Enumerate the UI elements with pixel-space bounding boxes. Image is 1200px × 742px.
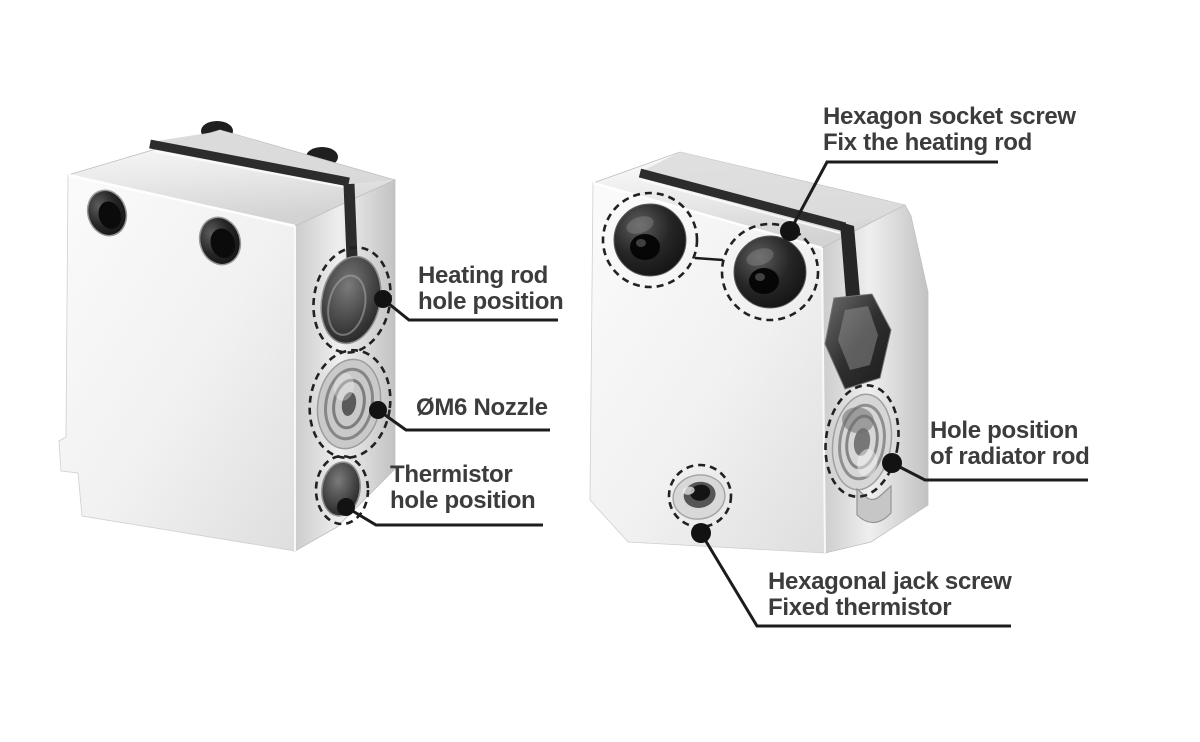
leader-thermistor-hole <box>345 505 543 527</box>
radiator-rod-hole <box>831 393 893 491</box>
front-socket-screw-1 <box>86 189 128 237</box>
bottom-u-notch <box>856 484 892 524</box>
nozzle-hole-highlight <box>308 348 392 460</box>
label-line: hole position <box>390 487 536 514</box>
left-block-side-slot <box>343 183 358 259</box>
thermistor-hole-highlight <box>314 454 370 526</box>
heating-rod-hole <box>320 255 382 345</box>
label-nozzle: ØM6 Nozzle <box>416 395 548 421</box>
label-thermistor-hole: Thermistor hole position <box>390 461 536 514</box>
label-line: ØM6 Nozzle <box>416 394 548 421</box>
label-line: Hexagon socket screw <box>823 103 1076 130</box>
left-heater-block <box>58 121 397 552</box>
nozzle-hole <box>316 358 382 450</box>
right-block-corner-ridge <box>821 247 826 554</box>
dot-radiator-rod-hole <box>882 453 902 473</box>
callout-dots <box>337 221 902 543</box>
label-line: Fix the heating rod <box>823 129 1032 156</box>
thermistor-jack-screw <box>672 474 726 520</box>
left-block-groove-highlight <box>152 150 351 189</box>
leader-jack-screw <box>699 532 1011 628</box>
left-block-clamp-strip <box>150 131 393 184</box>
leader-hex-socket-screw <box>788 160 998 232</box>
right-block-top-groove <box>638 168 847 232</box>
radiator-rod-hole-highlight <box>824 384 900 498</box>
right-block-groove-highlight <box>641 179 841 234</box>
hexagon-socket-screw-right <box>733 235 807 309</box>
left-block-front-ridge <box>67 173 296 228</box>
screw-circles-connector-line <box>694 256 724 262</box>
label-line: Fixed thermistor <box>768 594 952 621</box>
left-block-highlight-circles <box>308 246 392 526</box>
dot-nozzle <box>369 401 387 419</box>
label-line: Heating rod <box>418 262 549 289</box>
label-radiator-rod-hole: Hole position of radiator rod <box>930 418 1090 470</box>
label-line: Hole position <box>930 417 1079 444</box>
heating-rod-hole-highlight <box>312 246 392 354</box>
left-block-front-face <box>58 174 296 552</box>
right-block-elbow-slot <box>840 222 860 298</box>
clamp-notch-cutout <box>824 293 892 390</box>
socket-screw-left-highlight <box>601 191 699 289</box>
right-block-clamp-strip <box>640 152 905 226</box>
label-line: Thermistor <box>390 461 513 488</box>
socket-screw-right-highlight <box>720 222 820 322</box>
dot-thermistor-hole <box>337 498 355 516</box>
label-line: hole position <box>418 288 564 315</box>
leader-heating-rod-hole <box>382 297 558 322</box>
leader-radiator-rod-hole <box>891 461 1088 482</box>
label-hexagon-socket-screw: Hexagon socket screw Fix the heating rod <box>823 104 1076 156</box>
label-jack-screw: Hexagonal jack screw Fixed thermistor <box>768 568 1012 621</box>
dot-heating-rod-hole <box>374 290 392 308</box>
label-line: Hexagonal jack screw <box>768 568 1012 595</box>
right-heater-block <box>589 151 929 554</box>
leader-nozzle <box>377 408 550 432</box>
label-heating-rod-hole: Heating rod hole position <box>418 262 564 315</box>
dot-hex-socket-screw <box>780 221 800 241</box>
hexagon-socket-screw-left <box>613 203 687 277</box>
callout-lines <box>345 160 1088 628</box>
front-socket-screw-2 <box>198 216 242 266</box>
label-line: of radiator rod <box>930 443 1090 470</box>
left-block-top-groove <box>149 139 350 187</box>
dot-jack-screw <box>691 523 711 543</box>
